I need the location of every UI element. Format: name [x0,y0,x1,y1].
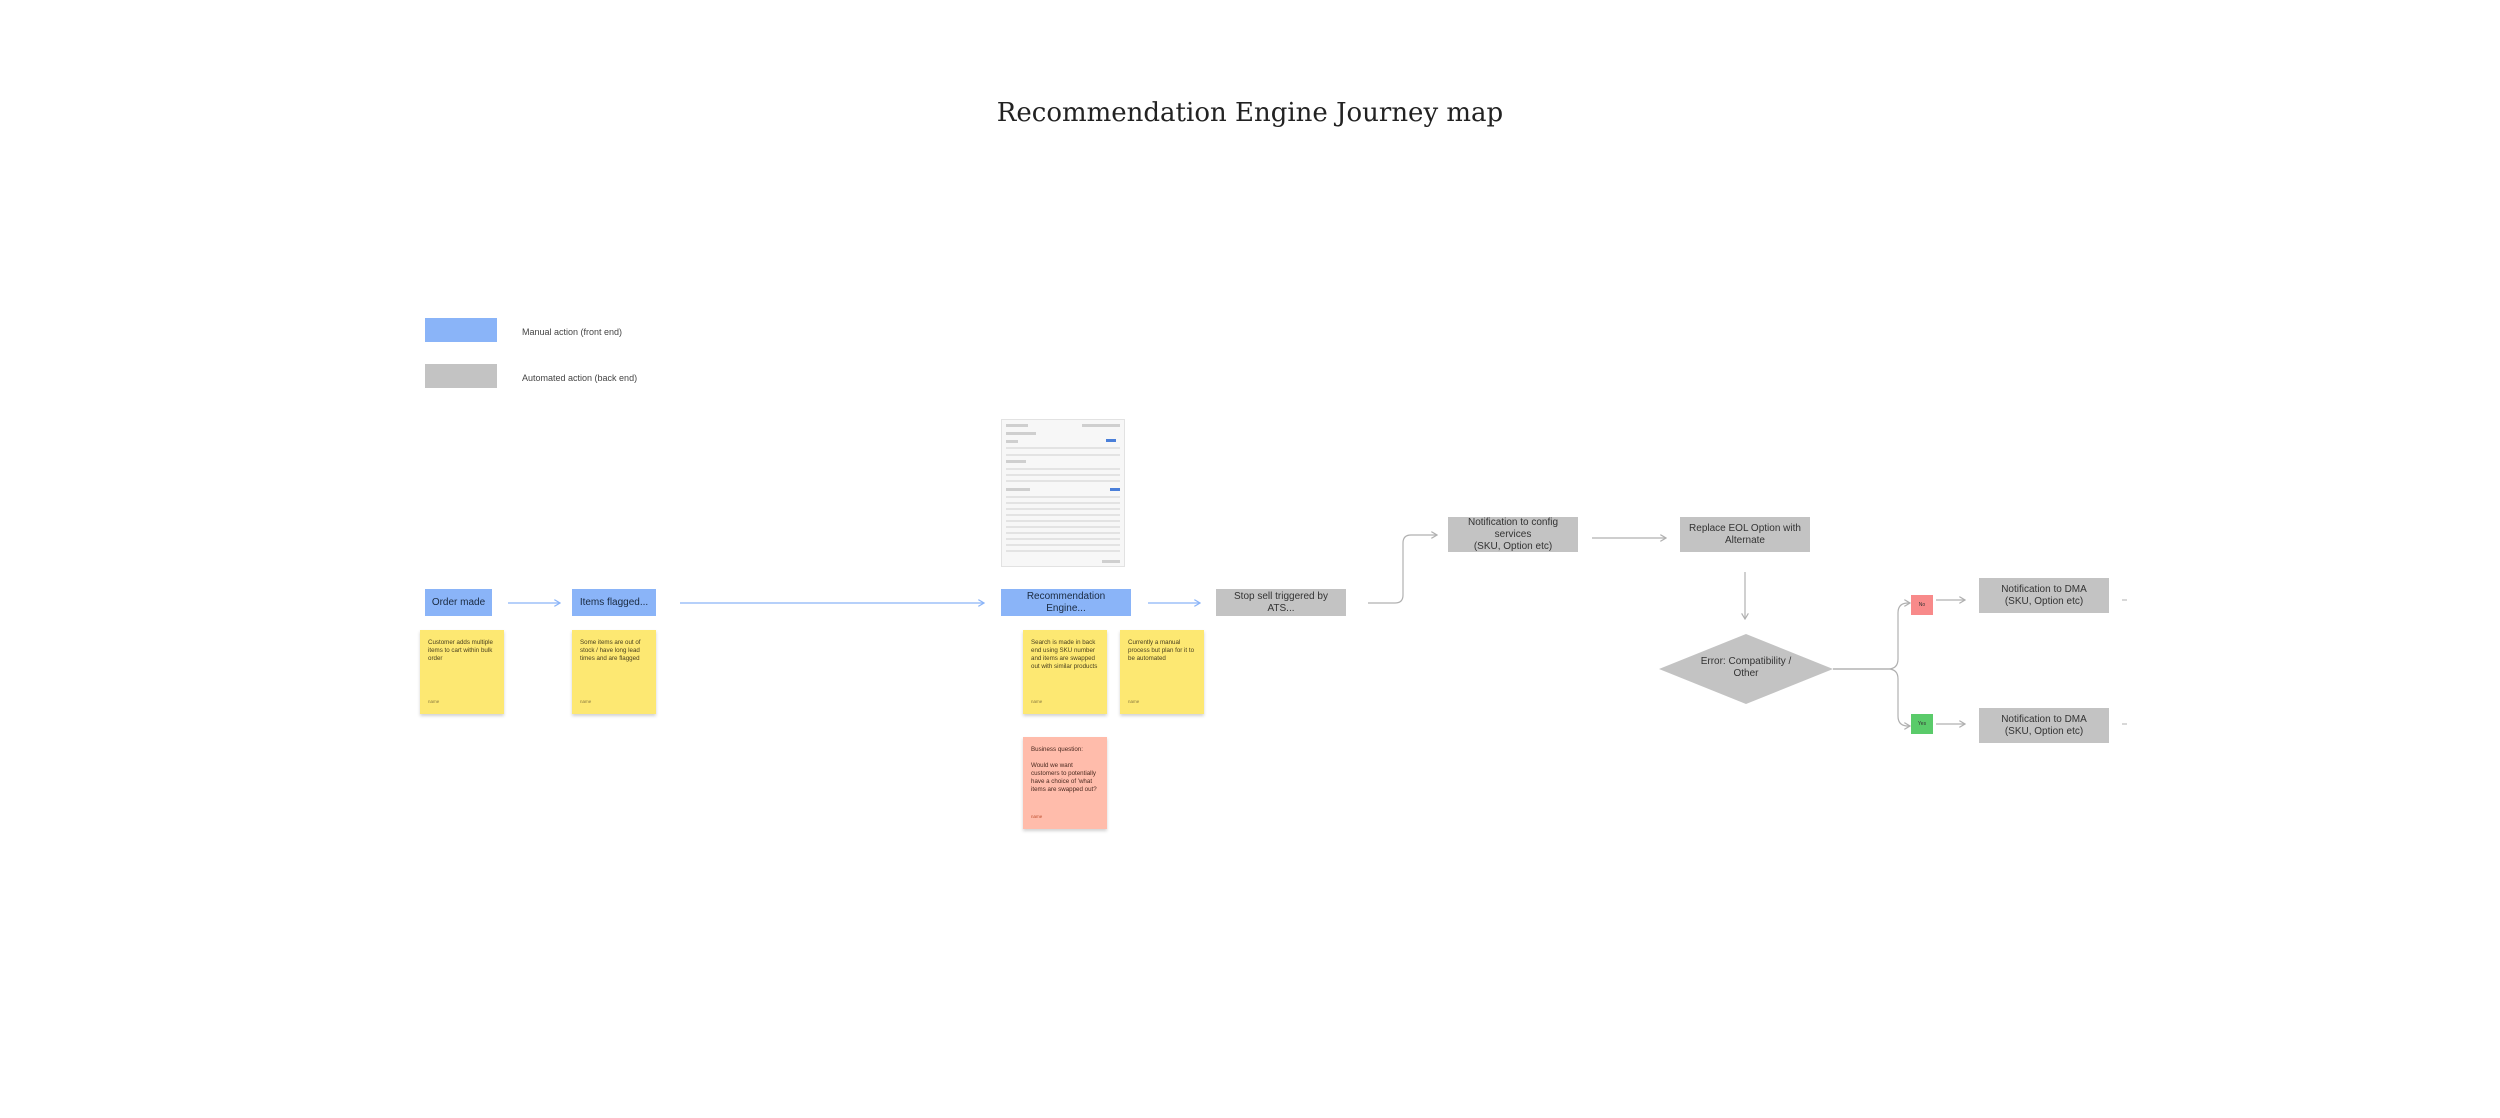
arrow-stopsell-to-config [1368,535,1437,604]
node-recommendation-engine[interactable]: Recommendation Engine... [1001,589,1131,616]
node-notification-dma-top[interactable]: Notification to DMA (SKU, Option etc) [1979,578,2109,613]
node-notification-dma-bottom[interactable]: Notification to DMA (SKU, Option etc) [1979,708,2109,743]
sticky-note-customer[interactable]: Customer adds multiple items to cart wit… [420,630,504,714]
legend-label-automated: Automated action (back end) [522,373,638,383]
sticky-note-author: name [1128,699,1140,704]
arrow-error-to-yes [1833,668,1910,726]
sticky-note-text: Business question: Would we want custome… [1031,746,1097,793]
legend-swatch-manual [425,318,497,342]
node-order-made[interactable]: Order made [425,589,492,616]
arrow-error-to-no [1833,603,1910,670]
error-decision-diamond [1659,634,1833,704]
page-title: Recommendation Engine Journey map [996,98,1504,128]
sticky-note-search[interactable]: Search is made in back end using SKU num… [1023,630,1107,714]
decision-tag-no: No [1911,595,1933,615]
sticky-note-manual[interactable]: Currently a manual process but plan for … [1120,630,1204,714]
sticky-note-text: Customer adds multiple items to cart wit… [428,639,493,662]
node-stop-sell[interactable]: Stop sell triggered by ATS... [1216,589,1346,616]
sticky-note-text: Search is made in back end using SKU num… [1031,639,1098,670]
sticky-note-text: Currently a manual process but plan for … [1128,639,1195,662]
sticky-note-items[interactable]: Some items are out of stock / have long … [572,630,656,714]
sticky-note-business-question[interactable]: Business question: Would we want custome… [1023,737,1107,829]
node-replace-eol[interactable]: Replace EOL Option with Alternate [1680,517,1810,552]
legend-label-manual: Manual action (front end) [522,327,623,337]
decision-tag-yes: Yes [1911,714,1933,734]
screenshot-thumbnail[interactable] [1001,419,1125,567]
node-notification-config[interactable]: Notification to config services (SKU, Op… [1448,517,1578,552]
sticky-note-author: name [1031,814,1043,819]
legend-swatch-automated [425,364,497,388]
sticky-note-author: name [428,699,440,704]
sticky-note-author: name [1031,699,1043,704]
error-decision-label: Error: Compatibility / Other [1700,656,1792,679]
sticky-note-author: name [580,699,592,704]
node-items-flagged[interactable]: Items flagged... [572,589,656,616]
sticky-note-text: Some items are out of stock / have long … [580,639,641,662]
